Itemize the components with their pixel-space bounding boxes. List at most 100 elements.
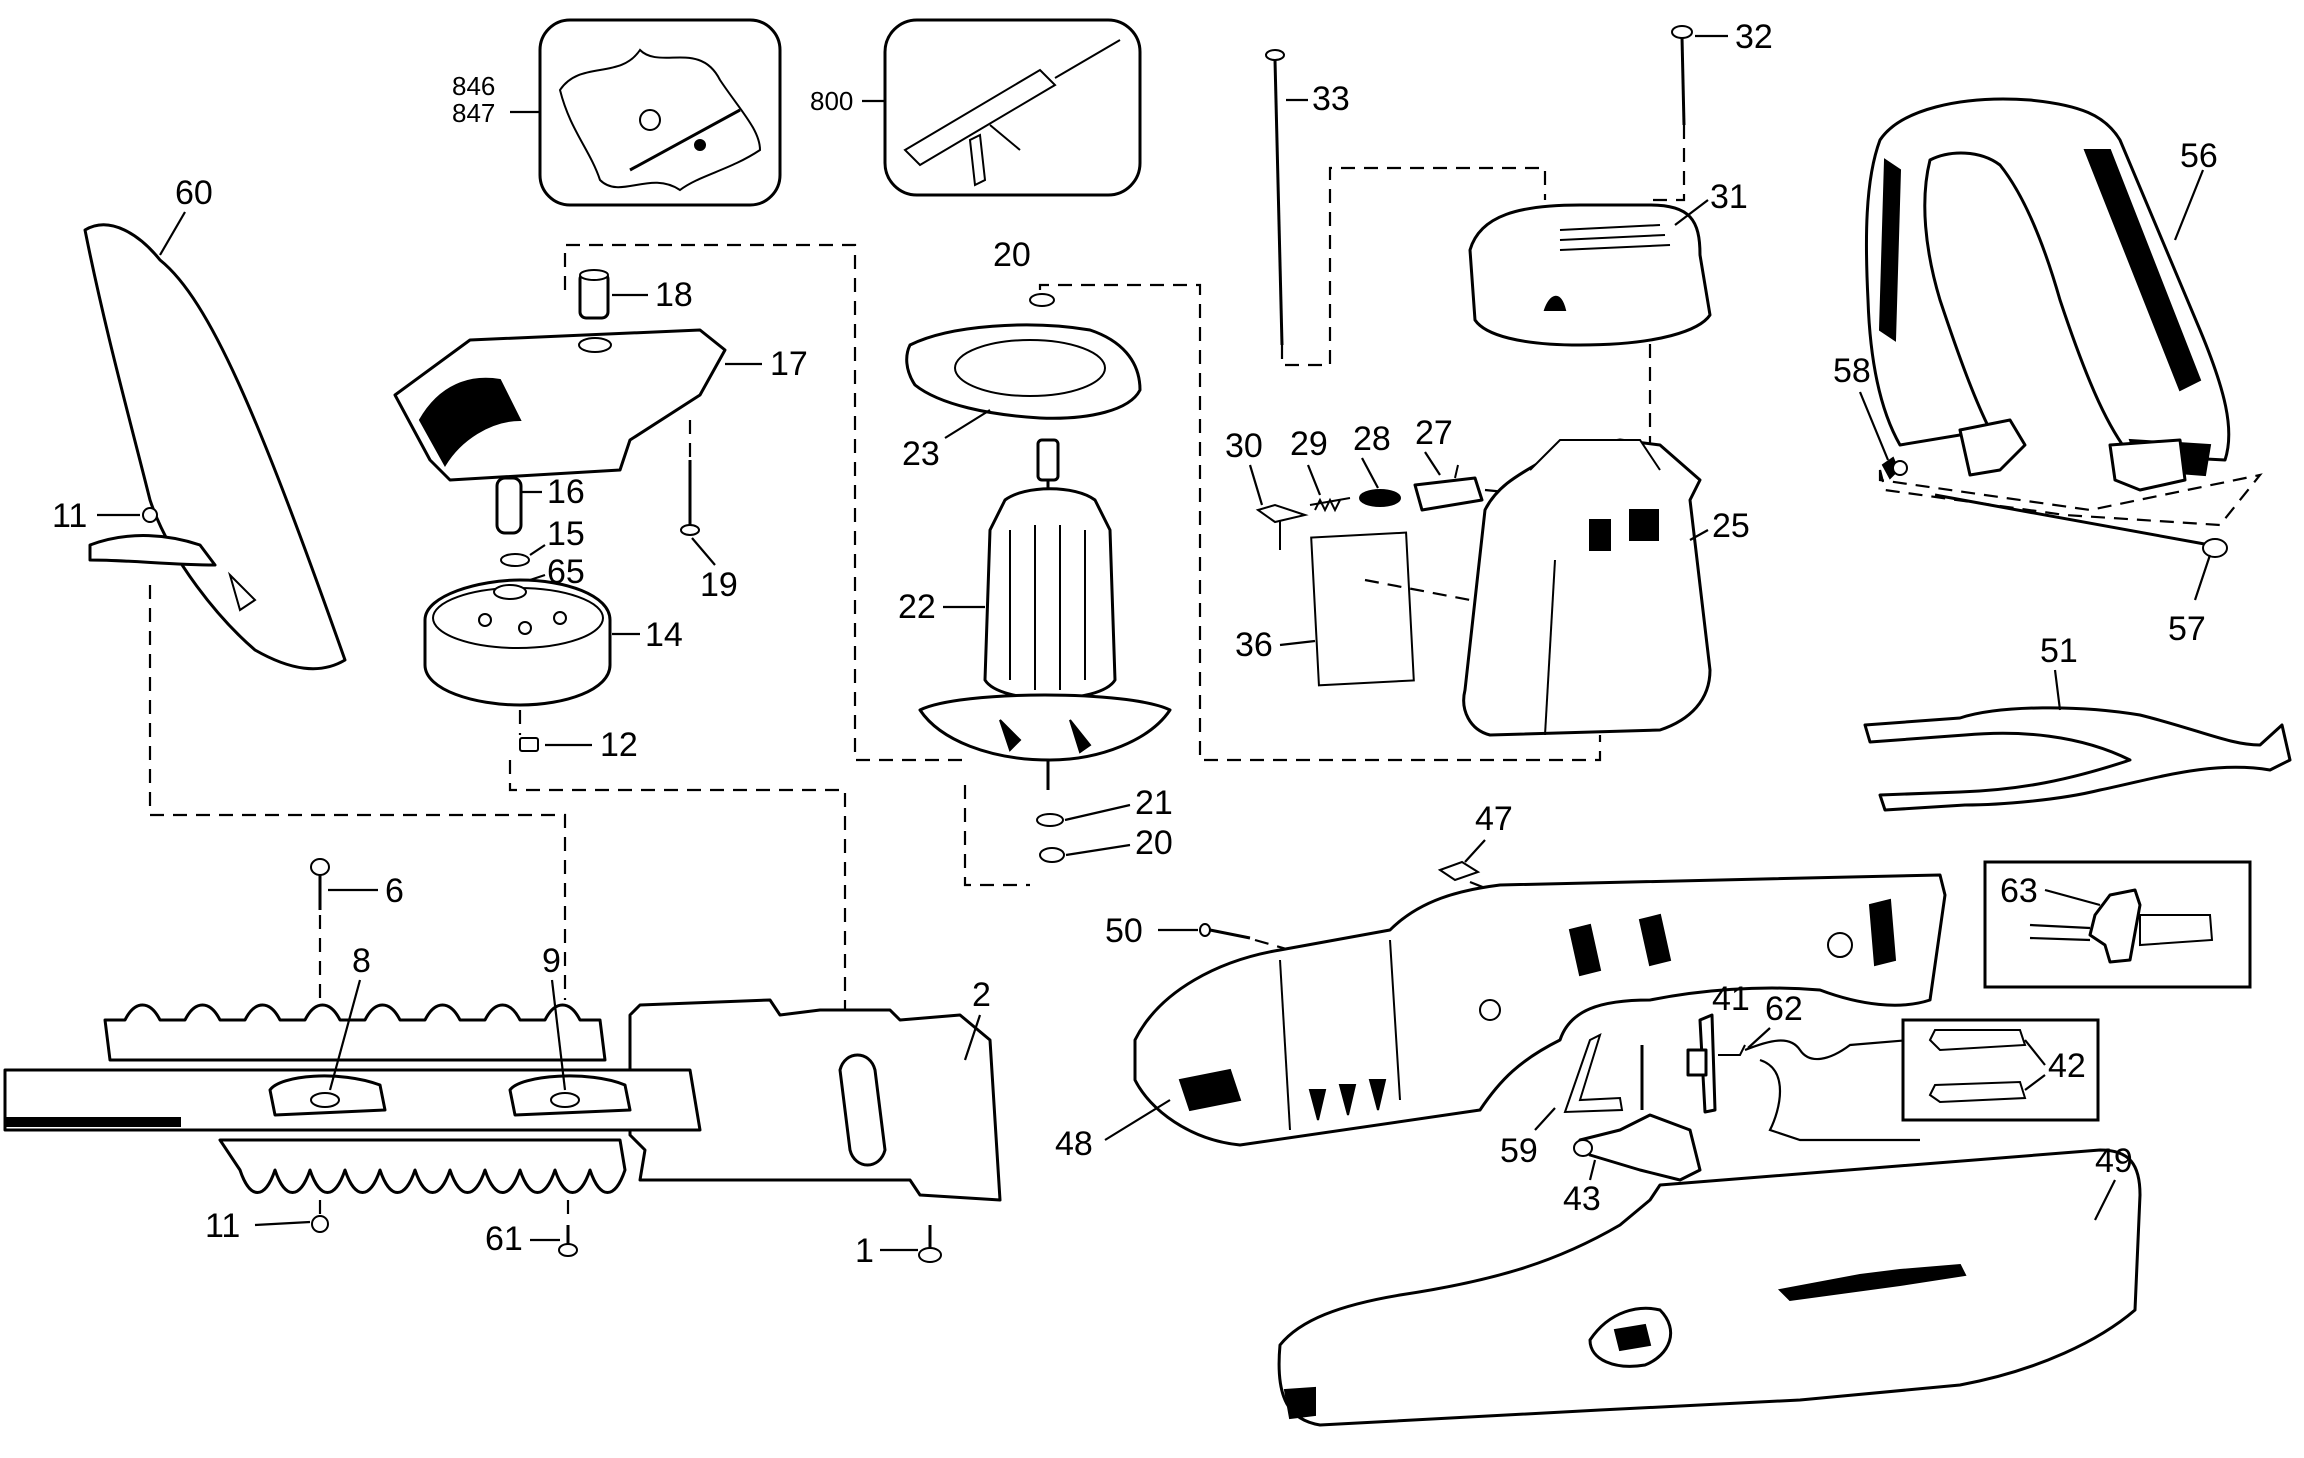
leader-56 [2173,169,2205,241]
callout-27: 27 [1415,414,1453,452]
leader-19 [691,537,716,566]
leader-63 [2044,888,2101,907]
callout-800: 800 [810,86,853,116]
leader-2 [963,1014,982,1061]
leader-51 [2053,669,2062,711]
part-6-screw [310,858,330,910]
callout-18: 18 [655,276,693,314]
callout-11-top: 11 [52,497,87,535]
part-21-washer [1036,813,1064,827]
part-11-nut-bottom [311,1215,329,1233]
part-14-gear [423,578,612,707]
part-1-screw [918,1225,942,1263]
part-63-cord-set-box [1983,860,2252,989]
leader-11-bottom [254,1220,311,1227]
leader-42-b [2024,1074,2046,1091]
part-16-pin [495,476,523,535]
leader-15 [529,544,546,556]
leader-28 [1361,457,1379,489]
callout-20-top: 20 [993,236,1031,274]
callout-25: 25 [1712,507,1750,545]
callout-28: 28 [1353,420,1391,458]
part-15-washer [500,553,530,567]
callout-56: 56 [2180,137,2218,175]
callout-6: 6 [385,872,404,910]
part-56-front-handle [1864,97,2231,492]
part-36-label [1310,531,1415,687]
leader-31 [1674,199,1709,226]
callout-17: 17 [770,345,808,383]
callout-48: 48 [1055,1125,1093,1163]
callout-12: 12 [600,726,638,764]
part-11-nut-top [142,507,158,523]
leader-57 [2193,554,2212,601]
callout-58: 58 [1833,352,1871,390]
callout-43: 43 [1563,1180,1601,1218]
leader-42-a [2024,1039,2046,1066]
part-18-bushing [578,269,610,320]
callout-14: 14 [645,616,683,654]
callout-847: 847 [452,98,495,128]
leader-25 [1689,529,1709,541]
part-57-handle-bolt [1934,493,2228,558]
callout-51: 51 [2040,632,2078,670]
part-2-blade-assembly [3,998,1002,1202]
callout-41: 41 [1712,980,1750,1018]
callout-62: 62 [1765,990,1803,1028]
part-61-screw [558,1225,578,1257]
assembly-plane-56 [1878,469,2263,527]
callout-31: 31 [1710,178,1748,216]
part-17-gear-case [393,328,727,482]
callout-32: 32 [1735,18,1773,56]
callout-29: 29 [1290,425,1328,463]
part-20-washer-top [1029,293,1055,307]
assembly-line-60 [148,585,567,1000]
callout-22: 22 [898,588,936,626]
callout-60: 60 [175,174,213,212]
part-43-trigger [1573,1045,1702,1182]
part-29-spring [1309,497,1351,513]
assembly-line-33 [1280,166,1547,367]
assembly-line-36 [1364,578,1471,602]
callout-63: 63 [2000,872,2038,910]
leader-47 [1464,839,1486,863]
callout-23: 23 [902,435,940,473]
assembly-line-21 [963,785,1030,887]
part-50-screw [1199,923,1251,940]
leader-49 [2094,1179,2116,1221]
callout-59: 59 [1500,1132,1538,1170]
leader-48 [1104,1099,1171,1141]
leader-30 [1248,464,1264,506]
part-20-washer-bottom [1039,847,1065,863]
leader-21 [1064,803,1131,822]
callout-19: 19 [700,566,738,604]
callout-36: 36 [1235,626,1273,664]
leader-9 [550,979,567,1091]
part-27-brush-holder [1413,464,1484,512]
leader-29 [1306,464,1322,496]
callout-57: 57 [2168,610,2206,648]
assembly-line-12 [508,760,847,1010]
callout-16: 16 [547,473,585,511]
callout-1: 1 [855,1232,874,1270]
callout-49: 49 [2095,1142,2133,1180]
callout-20-bottom: 20 [1135,824,1173,862]
part-12-key [519,737,539,752]
leader-62 [1747,1027,1771,1049]
callout-47: 47 [1475,800,1513,838]
callout-2: 2 [972,976,991,1014]
kit-800-box [883,18,1142,197]
leader-27 [1424,451,1441,476]
part-48-housing-half [1133,873,1947,1147]
callout-50: 50 [1105,912,1143,950]
part-23-baffle [905,323,1142,420]
callout-8: 8 [352,942,371,980]
part-41-switch [1686,1013,1717,1114]
leader-59 [1534,1107,1556,1131]
kit-846-847-box [538,18,782,207]
leader-36 [1279,639,1316,647]
part-25-field-housing [1462,438,1712,737]
callout-9: 9 [542,942,561,980]
part-62-wiring [1718,1038,1920,1142]
